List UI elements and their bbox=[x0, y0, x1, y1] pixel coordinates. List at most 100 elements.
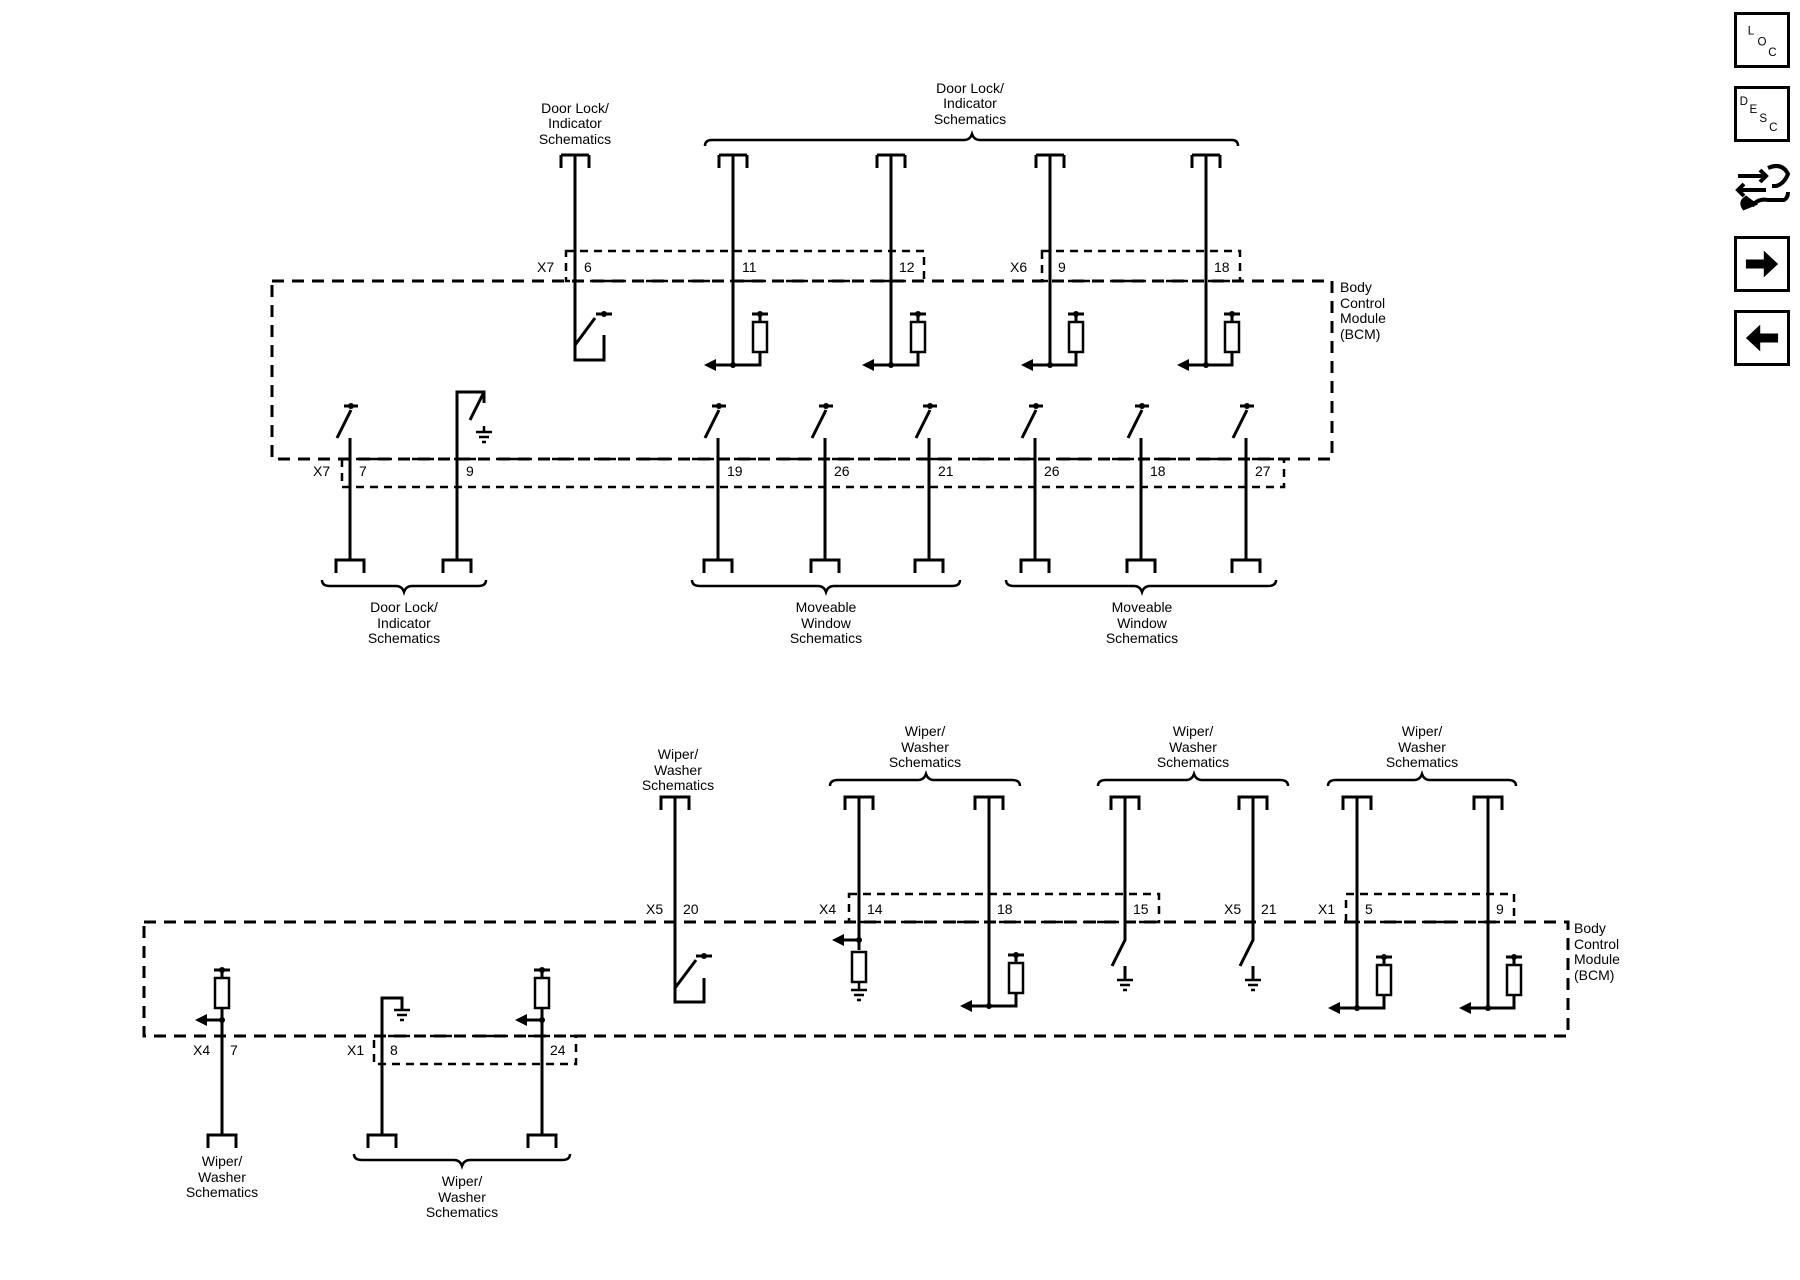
window-brace-1 bbox=[690, 579, 962, 596]
pin-18: 18 bbox=[1150, 463, 1166, 479]
bcm-label-bottom-line3: Module bbox=[1574, 951, 1620, 967]
wire-x4-18 bbox=[960, 797, 1025, 1012]
connector-x6-upper: X6 bbox=[1010, 259, 1027, 275]
door-lock-group-label-line1: Door Lock/ bbox=[936, 80, 1004, 96]
pin-26a: 26 bbox=[834, 463, 850, 479]
bcm-box-top bbox=[270, 279, 1334, 461]
wiper-brace-2 bbox=[1096, 770, 1290, 787]
window-brace-2 bbox=[1004, 579, 1278, 596]
window-label-2-line1: Moveable bbox=[1112, 599, 1173, 615]
pin-x5-20: 20 bbox=[683, 901, 699, 917]
wiper-label-3-line2: Washer bbox=[1398, 739, 1446, 755]
wiper-label-5-line1: Wiper/ bbox=[442, 1173, 483, 1189]
pin-x1-24: 24 bbox=[550, 1042, 566, 1058]
svg-text:O: O bbox=[1758, 35, 1767, 48]
bcm-label-top-line3: Module bbox=[1340, 310, 1386, 326]
bcm-label-bottom-line1: Body bbox=[1574, 920, 1606, 936]
pin-x1-5: 5 bbox=[1365, 901, 1373, 917]
bcm-label-top-line4: (BCM) bbox=[1340, 326, 1380, 342]
wiper-label-5-line3: Schematics bbox=[426, 1204, 498, 1220]
svg-text:E: E bbox=[1750, 103, 1758, 116]
connector-x1-upper: X1 bbox=[1318, 901, 1335, 917]
wire-x4-7 bbox=[195, 967, 238, 1148]
bottom-section-labels: Wiper/ Washer Schematics Wiper/ Washer S… bbox=[186, 723, 1620, 1220]
door-lock-label-line2: Indicator bbox=[548, 115, 602, 131]
wiper-label-1-line1: Wiper/ bbox=[905, 723, 946, 739]
wiper-label-2-line2: Washer bbox=[1169, 739, 1217, 755]
pin-x6-9: 9 bbox=[1058, 259, 1066, 275]
wiper-label-5-line2: Washer bbox=[438, 1189, 486, 1205]
wiper-label-3-line1: Wiper/ bbox=[1402, 723, 1443, 739]
bcm-box-bottom bbox=[142, 920, 1570, 1038]
wiper-bottom-brace bbox=[352, 1153, 572, 1170]
door-lock-bottom-brace bbox=[320, 579, 488, 596]
pin-26b: 26 bbox=[1044, 463, 1060, 479]
wiper-label-2-line3: Schematics bbox=[1157, 754, 1229, 770]
wire-x6-18 bbox=[1177, 153, 1241, 371]
connector-x4-upper: X4 bbox=[819, 901, 836, 917]
x4-upper-connector-box bbox=[847, 892, 1161, 924]
top-lower-connector-symbols bbox=[334, 558, 1262, 573]
wiper-brace-3 bbox=[1326, 770, 1518, 787]
connector-x5-upper-2: X5 bbox=[1224, 901, 1241, 917]
desc-button[interactable]: D E S C bbox=[1734, 86, 1790, 142]
loc-button[interactable]: L O C bbox=[1734, 12, 1790, 68]
wiper-label-3-line3: Schematics bbox=[1386, 754, 1458, 770]
pin-x7-9: 9 bbox=[466, 463, 474, 479]
door-lock-group-label-line3: Schematics bbox=[934, 111, 1006, 127]
connector-x7-lower: X7 bbox=[313, 463, 330, 479]
wire-x7-6 bbox=[573, 155, 606, 362]
svg-text:S: S bbox=[1759, 112, 1767, 125]
wiper-label-0-line2: Washer bbox=[654, 762, 702, 778]
door-lock-label-line3: Schematics bbox=[539, 131, 611, 147]
connector-x4-lower: X4 bbox=[193, 1042, 210, 1058]
bottom-section bbox=[142, 770, 1570, 1170]
wire-x4-14 bbox=[832, 797, 868, 1002]
door-lock-bottom-label-line1: Door Lock/ bbox=[370, 599, 438, 615]
top-section bbox=[270, 130, 1334, 596]
wire-x7-12 bbox=[862, 153, 927, 371]
wiper-label-1-line2: Washer bbox=[901, 739, 949, 755]
bcm-label-top-line1: Body bbox=[1340, 279, 1372, 295]
wire-x7-11 bbox=[704, 153, 769, 371]
top-section-labels: Door Lock/ Indicator Schematics Door Loc… bbox=[313, 80, 1386, 646]
door-lock-bottom-label-line3: Schematics bbox=[368, 630, 440, 646]
wire-x6-9 bbox=[1021, 153, 1085, 371]
wire-x5-21 bbox=[1238, 797, 1261, 992]
pin-x1-8: 8 bbox=[390, 1042, 398, 1058]
wiper-label-4-line3: Schematics bbox=[186, 1184, 258, 1200]
x7-lower-connector-box bbox=[340, 457, 1286, 489]
pin-x4-18: 18 bbox=[997, 901, 1013, 917]
window-label-1-line3: Schematics bbox=[790, 630, 862, 646]
door-lock-top-brace bbox=[703, 130, 1240, 147]
window-label-2-line2: Window bbox=[1117, 615, 1168, 631]
pin-x7-12: 12 bbox=[899, 259, 915, 275]
wire-x1-8 bbox=[366, 996, 410, 1148]
pin-x1-9: 9 bbox=[1496, 901, 1504, 917]
back-button[interactable] bbox=[1734, 310, 1790, 366]
desc-icon: D E S C bbox=[1740, 95, 1778, 134]
next-button[interactable] bbox=[1734, 236, 1790, 292]
x7-upper-connector-box bbox=[564, 249, 926, 283]
wire-x4-15 bbox=[1110, 797, 1133, 992]
wiper-label-0-line3: Schematics bbox=[642, 777, 714, 793]
wiper-brace-1 bbox=[828, 770, 1022, 787]
wrench-connector-button[interactable] bbox=[1732, 154, 1792, 218]
bcm-label-top-line2: Control bbox=[1340, 295, 1385, 311]
svg-text:C: C bbox=[1768, 46, 1776, 59]
pin-x7-7: 7 bbox=[359, 463, 367, 479]
wiper-label-2-line1: Wiper/ bbox=[1173, 723, 1214, 739]
door-lock-group-label-line2: Indicator bbox=[943, 95, 997, 111]
wire-x1-24 bbox=[515, 967, 558, 1148]
connector-x5-upper: X5 bbox=[646, 901, 663, 917]
arrow-right-icon bbox=[1745, 250, 1779, 278]
pin-21: 21 bbox=[938, 463, 954, 479]
wiper-label-1-line3: Schematics bbox=[889, 754, 961, 770]
bottom-upper-connector-symbols bbox=[659, 795, 1504, 810]
window-label-2-line3: Schematics bbox=[1106, 630, 1178, 646]
pin-x7-6: 6 bbox=[584, 259, 592, 275]
pin-x6-18: 18 bbox=[1214, 259, 1230, 275]
x6-upper-connector-box bbox=[1040, 249, 1242, 283]
pin-x7-11: 11 bbox=[742, 259, 757, 275]
loc-icon: L O C bbox=[1748, 25, 1777, 59]
